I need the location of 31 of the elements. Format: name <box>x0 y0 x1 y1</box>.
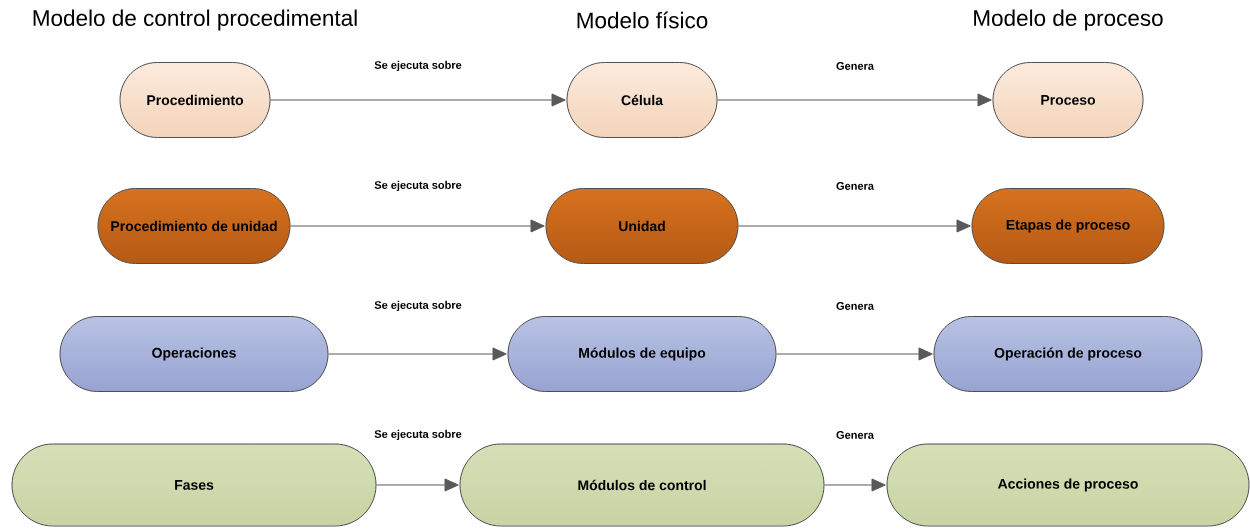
arrow <box>376 478 459 492</box>
arrow <box>824 478 886 492</box>
edge-label: Se ejecuta sobre <box>374 60 462 72</box>
process-box: Módulos de control <box>459 443 825 527</box>
edge-label: Se ejecuta sobre <box>374 300 462 312</box>
process-box: Fases <box>11 443 377 527</box>
process-box: Procedimiento de unidad <box>97 188 291 264</box>
arrow <box>328 347 507 361</box>
process-box: Etapas de proceso <box>971 188 1165 264</box>
process-box: Proceso <box>992 62 1144 138</box>
edge-label: Genera <box>836 182 875 190</box>
column-heading: Modelo físico <box>577 11 708 29</box>
arrow <box>717 93 992 107</box>
process-box: Módulos de equipo <box>507 316 777 392</box>
process-box: Unidad <box>545 188 739 264</box>
edge-label: Genera <box>836 62 875 70</box>
arrow <box>776 347 933 361</box>
process-box: Procedimiento <box>119 62 271 138</box>
process-box: Operación de proceso <box>933 316 1203 392</box>
process-box: Célula <box>566 62 718 138</box>
process-box: Operaciones <box>59 316 329 392</box>
edge-label: Se ejecuta sobre <box>374 180 462 192</box>
column-heading: Modelo de proceso <box>974 9 1163 31</box>
edge-label: Se ejecuta sobre <box>374 429 462 441</box>
edge-label: Genera <box>836 431 875 439</box>
process-box: Acciones de proceso <box>886 443 1250 527</box>
arrow <box>738 219 971 233</box>
arrow <box>290 219 545 233</box>
column-heading: Modelo de control procedimental <box>33 9 357 31</box>
edge-label: Genera <box>836 302 875 310</box>
arrow <box>270 93 566 107</box>
